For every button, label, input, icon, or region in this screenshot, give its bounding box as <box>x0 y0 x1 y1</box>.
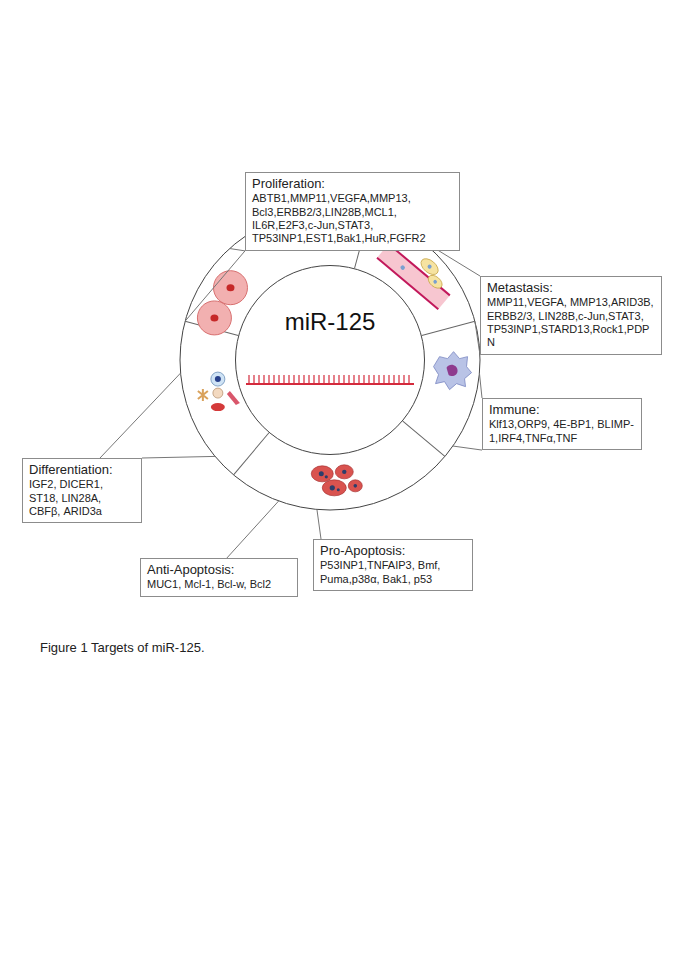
category-box: Metastasis:MMP11,VEGFA, MMP13,ARID3B, ER… <box>480 276 662 355</box>
category-box: Anti-Apoptosis:MUC1, Mcl-1, Bcl-w, Bcl2 <box>140 558 298 597</box>
segment-dividers <box>185 215 475 475</box>
category-box: Proliferation:ABTB1,MMP11,VEGFA,MMP13, B… <box>245 172 460 251</box>
category-heading: Anti-Apoptosis: <box>147 562 291 578</box>
category-box: Pro-Apoptosis:P53INP1,TNFAIP3, Bmf, Puma… <box>313 539 473 591</box>
outer-ring <box>180 210 480 510</box>
category-box: Immune:Klf13,ORP9, 4E-BP1, BLIMP-1,IRF4,… <box>482 398 642 450</box>
target-list: ABTB1,MMP11,VEGFA,MMP13, Bcl3,ERBB2/3,LI… <box>252 192 453 246</box>
target-list: P53INP1,TNFAIP3, Bmf, Puma,p38α, Bak1, p… <box>320 559 466 586</box>
macrophage <box>434 352 472 390</box>
target-list: Klf13,ORP9, 4E-BP1, BLIMP-1,IRF4,TNFα,TN… <box>489 418 635 445</box>
apoptotic-cells <box>311 465 362 496</box>
mirna-circle: miR-125 <box>235 265 425 455</box>
leader-line <box>317 509 321 539</box>
circle-outline <box>235 265 425 455</box>
leader-line <box>479 373 482 398</box>
differentiating-cells <box>198 372 240 411</box>
category-heading: Immune: <box>489 402 635 418</box>
category-heading: Metastasis: <box>487 280 655 296</box>
leader-line <box>142 456 215 458</box>
category-box: Differentiation:IGF2, DICER1, ST18, LIN2… <box>22 458 142 523</box>
category-heading: Differentiation: <box>29 462 135 478</box>
leader-line <box>100 373 181 458</box>
figure-caption: Figure 1 Targets of miR-125. <box>40 640 205 655</box>
leader-line <box>230 249 245 251</box>
target-list: MMP11,VEGFA, MMP13,ARID3B, ERBB2/3, LIN2… <box>487 296 655 350</box>
target-list: MUC1, Mcl-1, Bcl-w, Bcl2 <box>147 578 291 591</box>
leader-line <box>185 251 245 321</box>
target-list: IGF2, DICER1, ST18, LIN28A, CBFβ, ARID3a <box>29 478 135 518</box>
category-heading: Pro-Apoptosis: <box>320 543 466 559</box>
mirna-label: miR-125 <box>285 309 376 335</box>
category-heading: Proliferation: <box>252 176 453 192</box>
leader-line <box>453 446 482 450</box>
dividing-cells <box>197 271 247 335</box>
mirna-strand <box>246 375 414 384</box>
leader-line <box>227 501 279 558</box>
